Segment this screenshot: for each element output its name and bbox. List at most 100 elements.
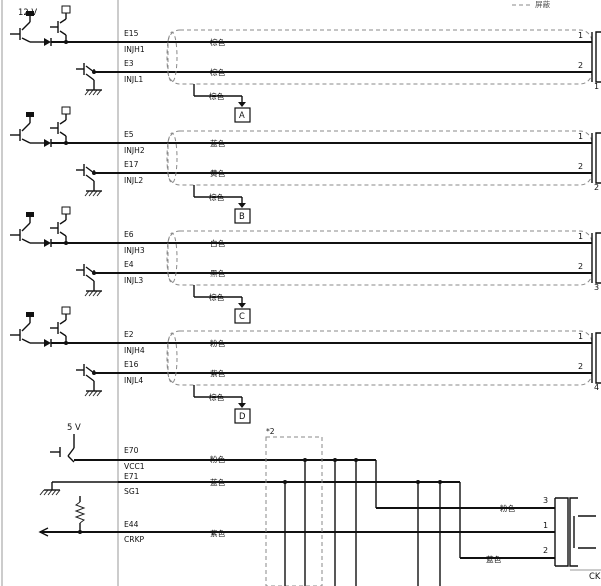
injector-4-terminal-low-pin: E16 [124, 360, 139, 369]
injector-1-pin-1: 1 [578, 31, 583, 40]
injector-2-ground-tag-box [234, 208, 251, 224]
injector-2-switch-terminal [61, 106, 71, 115]
injector-3-low-ground-hatch [84, 290, 90, 297]
injector-3-terminal-high-name: INJH3 [124, 246, 145, 255]
injector-4-shield [167, 330, 593, 386]
injector-4-switch-drain [59, 319, 67, 325]
option-2-box [265, 436, 323, 586]
injector-1-drain-arrow [238, 102, 246, 107]
sensor-pin-1: 1 [543, 521, 548, 530]
injector-1-drain-color: 棕色 [209, 91, 225, 101]
injector-1-wire-color-low: 棕色 [210, 67, 226, 77]
injector-3-switch-terminal [61, 206, 71, 215]
injector-1-low-source [85, 73, 95, 81]
injector-4-low-ground-hatch [96, 390, 102, 397]
injector-2-shield [167, 130, 593, 186]
wire-color-sg1: 蓝色 [210, 477, 226, 487]
injector-3-ground-tag-box [234, 308, 251, 324]
terminal-sg1: SG1 [124, 487, 140, 496]
injector-2-switch-source [59, 131, 67, 137]
wire-color-vcc1: 粉色 [210, 454, 226, 464]
injector-1-switch-source [59, 30, 67, 36]
injector-3-connector-label: 3 [594, 283, 599, 292]
injector-4-ground-tag-label: D [239, 411, 245, 421]
injector-1-drain-leg [21, 21, 31, 31]
injector-2-diode [44, 139, 51, 147]
injector-3-low-ground-hatch [92, 290, 98, 297]
injector-2-terminal-low-name: INJL2 [124, 176, 143, 185]
injector-2-low-ground-hatch [84, 190, 90, 197]
injector-3-drain-color: 棕色 [209, 292, 225, 302]
supply-5v-label: 5 V [67, 422, 81, 432]
injector-4-switch-terminal [61, 306, 71, 315]
injector-1-wire-color-high: 棕色 [210, 37, 226, 47]
injector-1-connector-body [595, 31, 601, 83]
vcc-switch [67, 447, 75, 457]
injector-4-low-ground-hatch [84, 390, 90, 397]
injector-4-low-source [85, 374, 95, 382]
injector-4-diode [44, 339, 51, 347]
sensor-connector-label: CK [589, 571, 601, 581]
injector-1-low-ground-hatch [84, 89, 90, 96]
injector-2-low-ground-hatch [88, 190, 94, 197]
wire-color-crkp: 紫色 [210, 528, 226, 538]
legend-shield-label: 屏蔽 [535, 0, 551, 9]
injector-1-source-leg [21, 37, 31, 43]
injector-2-low-ground-hatch [92, 190, 98, 197]
injector-2-supply-terminal [26, 112, 34, 117]
injector-2-wire-color-high: 蓝色 [210, 138, 226, 148]
injector-1-ground-tag-label: A [239, 110, 245, 120]
sensor-wire-color-pin2: 蓝色 [486, 554, 502, 564]
injector-1-connector-label: 1 [594, 82, 599, 91]
injector-1-pin-2: 2 [578, 61, 583, 70]
terminal-e70: E70 [124, 446, 139, 455]
injector-2-drain-leg [21, 122, 31, 132]
injector-1-terminal-low-name: INJL1 [124, 75, 143, 84]
crkp-pullup-resistor [74, 501, 86, 524]
injector-1-ground-tag-box [234, 107, 251, 123]
terminal-e44: E44 [124, 520, 139, 529]
injector-3-switch-source [59, 231, 67, 237]
injector-2-terminal-high-pin: E5 [124, 130, 134, 139]
injector-4-shield-end [166, 332, 178, 384]
injector-3-wire-color-low: 黑色 [210, 268, 226, 278]
injector-3-shield-end [166, 232, 178, 284]
sensor-module-body [569, 497, 578, 567]
injector-2-wire-color-low: 黄色 [210, 168, 226, 178]
injector-3-pin-2: 2 [578, 262, 583, 271]
injector-4-switch-source [59, 331, 67, 337]
sensor-wire-color-pin3: 粉色 [500, 503, 516, 513]
injector-2-pin-1: 1 [578, 132, 583, 141]
terminal-e71: E71 [124, 472, 139, 481]
injector-2-source-leg [21, 138, 31, 144]
injector-4-supply-terminal [26, 312, 34, 317]
injector-3-terminal-low-pin: E4 [124, 260, 134, 269]
injector-4-source-leg [21, 338, 31, 344]
injector-1-terminal-high-pin: E15 [124, 29, 139, 38]
vcc-switch-out [67, 455, 75, 463]
injector-3-source-leg [21, 238, 31, 244]
injector-4-connector-label: 4 [594, 383, 599, 392]
injector-1-low-ground-hatch [88, 89, 94, 96]
injector-3-low-ground-hatch [88, 290, 94, 297]
injector-3-low-source [85, 274, 95, 282]
injector-3-wire-color-high: 白色 [210, 238, 226, 248]
sensor-connector-body [555, 497, 569, 567]
injector-2-low-source [85, 174, 95, 182]
injector-4-wire-color-low: 紫色 [210, 368, 226, 378]
injector-2-connector-body [595, 132, 601, 184]
injector-1-shield [167, 29, 593, 85]
injector-4-terminal-high-name: INJH4 [124, 346, 145, 355]
injector-4-drain-arrow [238, 403, 246, 408]
crank-circuit: 5 V E70 VCC1 E71 SG1 E44 CRKP [38, 422, 601, 586]
injector-4-terminal-low-name: INJL4 [124, 376, 143, 385]
injector-3-ground-tag-label: C [239, 311, 245, 321]
injector-3-shield [167, 230, 593, 286]
injector-2-drain-arrow [238, 203, 246, 208]
injector-2-pin-2: 2 [578, 162, 583, 171]
injector-4-connector-body [595, 332, 601, 384]
injector-circuits: E15INJH1E3INJL1棕色棕色棕色A121E5INJH2E17INJL2… [10, 5, 601, 424]
injector-3-terminal-high-pin: E6 [124, 230, 134, 239]
